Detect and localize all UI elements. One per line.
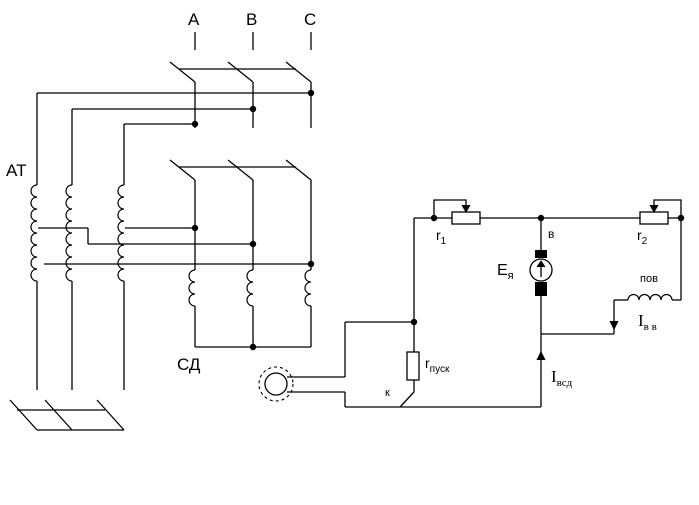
r1-label: r1 [436,227,447,247]
junction-bus-a [191,120,199,128]
motor-field-current-label: Iвсд [551,367,573,389]
motor-rotor [258,366,345,402]
motor-neutral-junction [249,343,257,351]
at-coil-3 [117,184,125,282]
rheostat-r2 [639,211,669,225]
excitation-top-branch [414,199,682,225]
incoming-phase-lines [194,32,312,50]
phase-c-label: C [304,10,316,29]
junction-tap-a [191,224,199,232]
autotransformer-label: AT [6,161,26,180]
junction-tap-c [307,260,315,268]
field-winding-label: пов [640,273,658,285]
phase-b-label: B [246,10,257,29]
at-coil-2 [65,184,73,282]
current-arrow-icon [536,350,546,361]
field-current-arrow-icon [609,320,619,331]
at-coil-1 [30,184,38,282]
junction-bus-c [307,89,315,97]
main-switch [169,61,312,128]
field-winding-coil [627,293,673,301]
synchronous-motor-label: СД [177,355,201,374]
field-current-label: Iв в [638,311,657,333]
excitation-left-branch [344,218,541,408]
motor-coil-3 [304,269,312,307]
emf-label: Eя [497,262,514,282]
exciter-armature [529,218,553,407]
start-resistor-label: rпуск [425,355,450,375]
junction-tap-b [249,240,257,248]
brush-top [535,250,547,258]
autotransformer-feeders [36,92,311,185]
key-label: к [385,387,390,399]
exciter-node-label: в [548,227,554,241]
brush-bottom [535,282,547,296]
neutral-switch [9,399,125,431]
autotransformer-taps [38,227,311,265]
rheostat-r1 [451,211,481,225]
junction-start-resistor [410,318,418,326]
phase-a-label: A [188,10,200,29]
motor-windings [188,269,312,348]
junction-bus-b [249,105,257,113]
autotransformer-coils [30,184,125,390]
start-resistor [406,351,420,381]
junction-r1 [430,214,438,222]
field-winding-branch [541,218,682,335]
motor-coil-2 [246,269,254,307]
r2-label: r2 [637,227,648,247]
motor-switch [169,159,312,270]
motor-coil-1 [188,269,196,307]
